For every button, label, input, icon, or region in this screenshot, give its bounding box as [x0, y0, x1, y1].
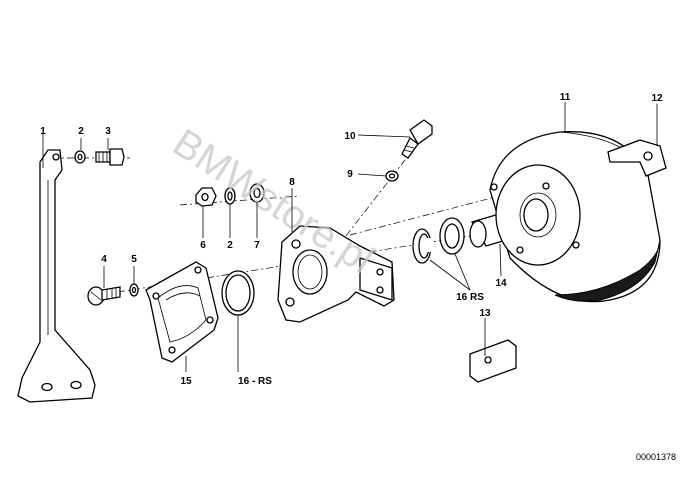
washer-part-2	[74, 150, 86, 164]
washer-part-2-middle	[224, 187, 236, 205]
callout-10: 10	[344, 131, 356, 142]
callout-2-top: 2	[78, 126, 84, 137]
drum-housing-part-11	[489, 131, 661, 303]
callout-6: 6	[200, 240, 206, 251]
callout-14: 14	[495, 278, 507, 289]
cover-plate-part-15	[145, 261, 219, 363]
callout-1: 1	[40, 126, 46, 137]
callout-16-rs-right: 16 RS	[456, 292, 484, 303]
callout-3: 3	[105, 126, 111, 137]
drawing-reference-number: 00001378	[636, 452, 676, 462]
washer-part-5	[129, 283, 139, 297]
callout-11: 11	[560, 92, 571, 103]
bolt-part-10	[401, 119, 433, 159]
callout-8: 8	[289, 177, 295, 188]
callout-13: 13	[479, 308, 491, 319]
callout-9: 9	[347, 169, 353, 180]
callout-7: 7	[254, 240, 260, 251]
callout-2-middle: 2	[227, 240, 233, 251]
callout-4: 4	[101, 254, 107, 265]
callout-5: 5	[131, 254, 137, 265]
clip-part-13	[469, 339, 517, 383]
nut-part-6	[195, 187, 217, 207]
screw-part-3	[95, 148, 125, 166]
o-ring-part-16-left	[221, 270, 255, 316]
callout-16-rs-left: 16 - RS	[238, 376, 272, 387]
ring-set-part-16-right	[412, 217, 465, 264]
mounting-bracket-part-8	[277, 225, 395, 323]
washer-part-9	[385, 170, 399, 182]
washer-part-7	[249, 183, 265, 203]
bracket-part-1	[17, 149, 96, 403]
clamp-part-12	[607, 139, 667, 177]
leader-lines	[42, 102, 658, 372]
callout-15: 15	[180, 376, 192, 387]
screw-part-4	[87, 286, 121, 306]
callout-12: 12	[651, 93, 663, 104]
